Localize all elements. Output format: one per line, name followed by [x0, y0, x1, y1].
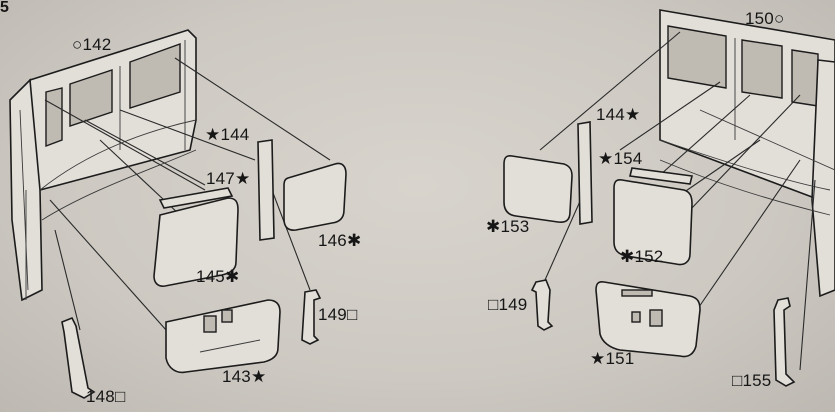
part-144-strip — [257, 139, 275, 241]
right-leader-lines — [539, 31, 816, 371]
label-152: ✱152 — [620, 247, 664, 266]
part-149r-handle — [530, 279, 554, 331]
part-147-strip — [158, 187, 234, 209]
part-155-handle — [773, 297, 796, 387]
label-151: ★151 — [590, 349, 635, 368]
label-143: 143★ — [222, 367, 267, 386]
part-153-glass — [503, 155, 573, 223]
label-149-left: 149□ — [318, 305, 358, 324]
label-145: 145✱ — [196, 267, 240, 286]
left-cab-shell — [9, 29, 197, 302]
part-152-panel — [613, 179, 693, 266]
right-cab-shell — [659, 9, 835, 298]
part-145-panel — [153, 197, 239, 287]
label-155: □155 — [732, 371, 772, 390]
part-149-handle — [301, 289, 322, 345]
part-154-strip — [629, 167, 693, 185]
part-151-door-card — [595, 281, 701, 358]
label-149-right: □149 — [488, 295, 528, 314]
label-148: 148□ — [86, 387, 126, 406]
label-150: 150○ — [745, 9, 785, 28]
left-leader-lines — [44, 57, 331, 341]
step-number: 5 — [0, 0, 10, 16]
part-143-door-card — [165, 299, 281, 374]
label-144-right: 144★ — [596, 105, 641, 124]
label-154: ★154 — [598, 149, 643, 168]
label-147: 147★ — [206, 169, 251, 188]
label-153: ✱153 — [486, 217, 530, 236]
label-142: ○142 — [72, 35, 112, 54]
label-146: 146✱ — [318, 231, 362, 250]
part-148-handle — [61, 316, 96, 399]
part-146-glass — [283, 162, 347, 231]
label-144-left: ★144 — [205, 125, 250, 144]
part-144r-strip — [577, 121, 593, 225]
